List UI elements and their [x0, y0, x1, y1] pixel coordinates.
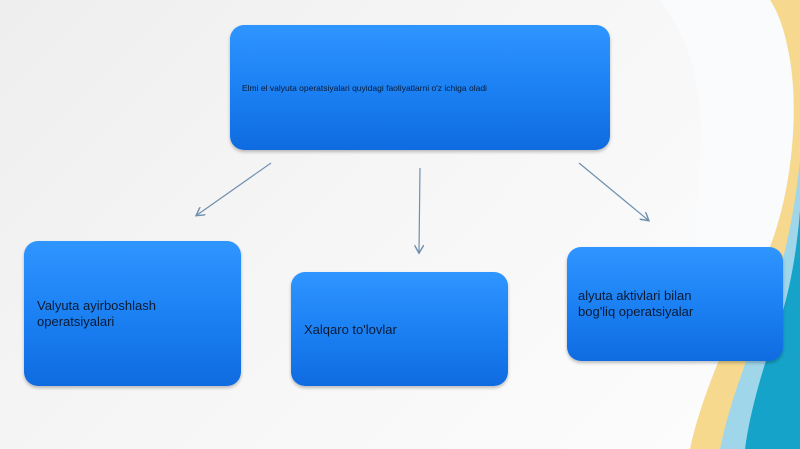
child-node-label: alyuta aktivlari bilan bog'liq operatsiy…	[578, 288, 694, 319]
arrow-to-middle	[419, 167, 420, 252]
child-node-label: Valyuta ayirboshlash operatsiyalari	[37, 297, 156, 329]
child-node-label: Xalqaro to'lovlar	[304, 321, 397, 337]
root-node-label: Elmi el valyuta operatsiyalari quyidagi …	[242, 82, 487, 93]
teal-swoosh-shape	[745, 210, 800, 449]
child-node-currency-assets: alyuta aktivlari bilan bog'liq operatsiy…	[567, 247, 783, 361]
arrow-to-left	[197, 162, 272, 215]
child-node-international-payments: Xalqaro to'lovlar	[291, 272, 508, 386]
arrow-to-right	[578, 162, 648, 220]
root-node: Elmi el valyuta operatsiyalari quyidagi …	[230, 25, 610, 150]
child-node-currency-exchange: Valyuta ayirboshlash operatsiyalari	[24, 241, 241, 386]
